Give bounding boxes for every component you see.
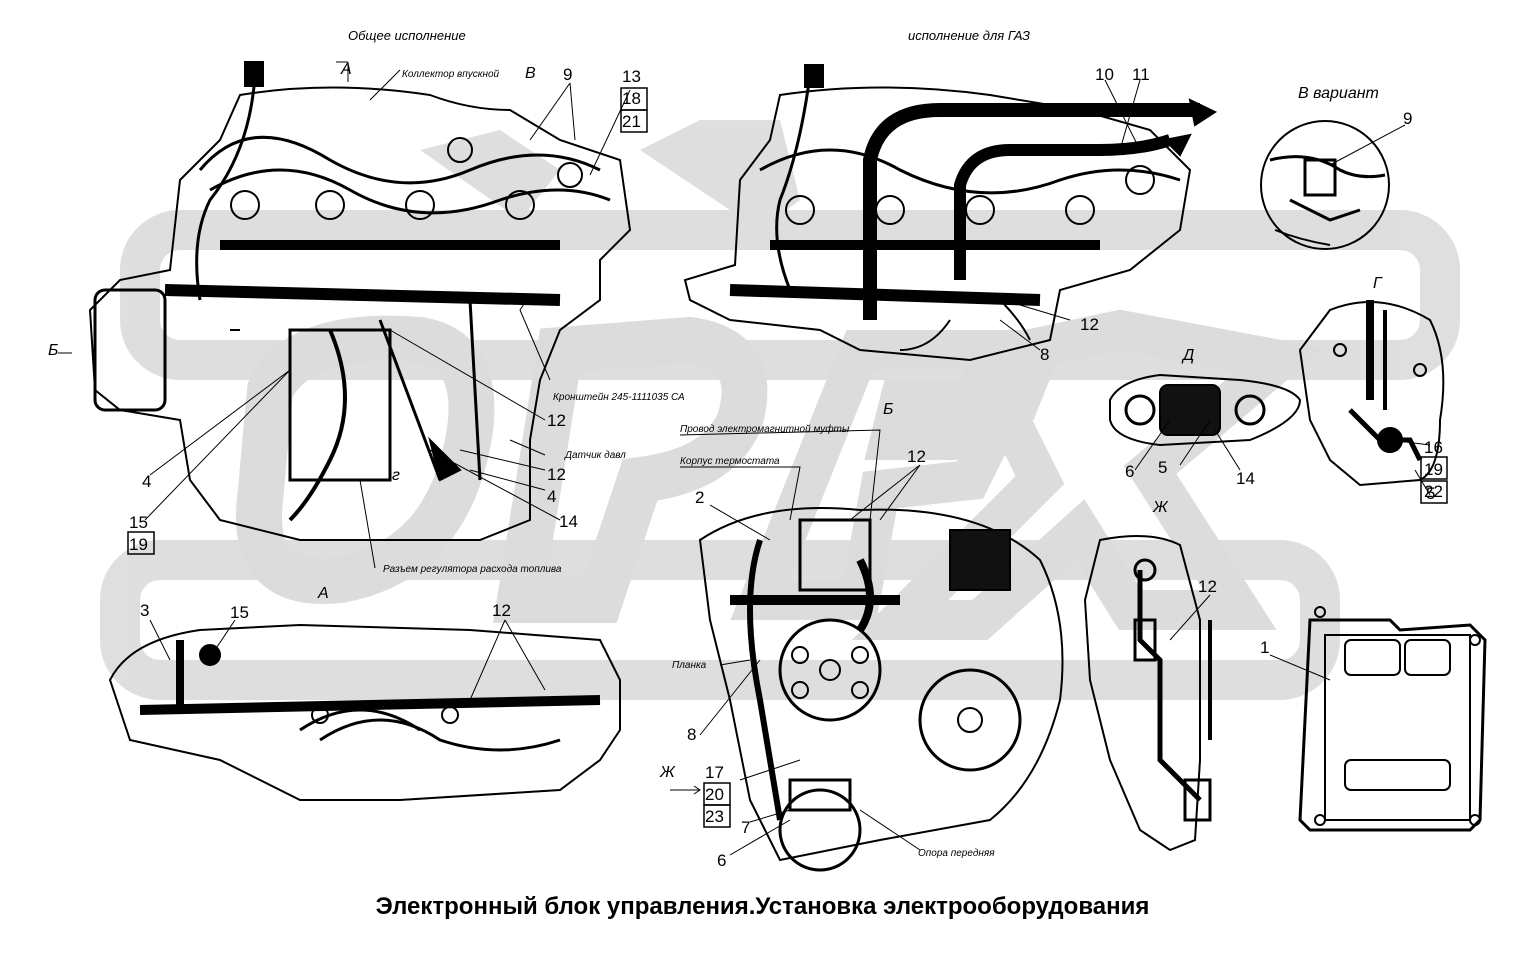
view-letter-a-top: А bbox=[340, 61, 352, 78]
number-boxes bbox=[127, 87, 1448, 828]
header-general: Общее исполнение bbox=[348, 28, 466, 43]
detail-g bbox=[1298, 300, 1445, 487]
note-connector: Разъем регулятора расхода топлива bbox=[383, 564, 562, 575]
engine-general bbox=[88, 61, 632, 541]
callout-6-front: 6 bbox=[717, 851, 726, 870]
callout-5-g: 5 bbox=[1426, 484, 1435, 503]
arrow-zh bbox=[672, 785, 701, 795]
callout-18: 18 bbox=[622, 89, 641, 108]
detail-d bbox=[1109, 373, 1302, 447]
callout-14-d: 14 bbox=[1236, 469, 1255, 488]
ecu-block bbox=[1298, 606, 1487, 832]
callout-10: 10 bbox=[1095, 65, 1114, 84]
view-letter-b-side: Б bbox=[48, 342, 58, 359]
callout-12-zh: 12 bbox=[1198, 577, 1217, 596]
callout-7: 7 bbox=[741, 818, 750, 837]
callout-5-d: 5 bbox=[1158, 458, 1167, 477]
detail-a-bottom bbox=[108, 623, 621, 801]
view-letter-g: Г bbox=[1373, 275, 1383, 292]
detail-b-front bbox=[698, 507, 1064, 872]
note-thermostat: Корпус термостата bbox=[680, 456, 780, 467]
callout-6-d: 6 bbox=[1125, 462, 1134, 481]
note-collector: Коллектор впускной bbox=[402, 69, 500, 80]
callout-12-bottom: 12 bbox=[492, 601, 511, 620]
callout-23: 23 bbox=[705, 807, 724, 826]
detail-zh bbox=[1083, 535, 1212, 852]
note-sensor: Датчик давл bbox=[564, 450, 626, 461]
callout-19-g: 19 bbox=[1424, 460, 1443, 479]
detail-v-variant bbox=[1260, 120, 1390, 250]
view-letter-d: Д bbox=[1181, 347, 1194, 364]
callout-11: 11 bbox=[1132, 65, 1150, 84]
callout-4-b: 4 bbox=[142, 472, 151, 491]
header-variant: В вариант bbox=[1298, 85, 1379, 102]
view-letter-g-small: г bbox=[392, 467, 400, 484]
header-gaz: исполнение для ГАЗ bbox=[908, 28, 1030, 43]
callout-15-a: 15 bbox=[129, 513, 148, 532]
view-letter-v: В bbox=[525, 65, 536, 82]
note-support: Опора передняя bbox=[918, 848, 995, 859]
callout-4-a: 4 bbox=[547, 487, 556, 506]
view-letter-zh: Ж bbox=[1152, 499, 1169, 516]
callout-2: 2 bbox=[695, 488, 704, 507]
callout-14-a: 14 bbox=[559, 512, 578, 531]
note-clutch-wire: Провод электромагнитной муфты bbox=[680, 423, 850, 435]
callout-22-g: 22 bbox=[1424, 482, 1443, 501]
callout-16-g: 16 bbox=[1424, 438, 1443, 457]
callout-15-bottom: 15 bbox=[230, 603, 249, 622]
callout-12-a: 12 bbox=[547, 411, 566, 430]
callout-9: 9 bbox=[563, 65, 572, 84]
view-letter-a-bottom: А bbox=[317, 585, 329, 602]
callout-12-gaz: 12 bbox=[1080, 315, 1099, 334]
note-bracket: Кронштейн 245-1111035 СА bbox=[553, 392, 685, 403]
callout-8-gaz: 8 bbox=[1040, 345, 1049, 364]
callout-21: 21 bbox=[622, 112, 641, 131]
callout-19-a: 19 bbox=[129, 535, 148, 554]
view-letter-b-mid: Б bbox=[883, 401, 893, 418]
callout-3: 3 bbox=[140, 601, 149, 620]
callout-12-b: 12 bbox=[547, 465, 566, 484]
callout-8-front: 8 bbox=[687, 725, 696, 744]
callout-12-front: 12 bbox=[907, 447, 926, 466]
callout-20: 20 bbox=[705, 785, 724, 804]
view-letter-zh-arrow: Ж bbox=[659, 764, 676, 781]
engine-gaz bbox=[683, 64, 1218, 362]
callout-1: 1 bbox=[1260, 638, 1269, 657]
arrow-a bbox=[336, 61, 349, 82]
leader-lines bbox=[144, 69, 1431, 856]
callout-13: 13 bbox=[622, 67, 641, 86]
note-plate: Планка bbox=[672, 660, 707, 671]
callout-17: 17 bbox=[705, 763, 724, 782]
diagram-caption: Электронный блок управления.Установка эл… bbox=[375, 893, 1150, 920]
callout-9-variant: 9 bbox=[1403, 109, 1412, 128]
